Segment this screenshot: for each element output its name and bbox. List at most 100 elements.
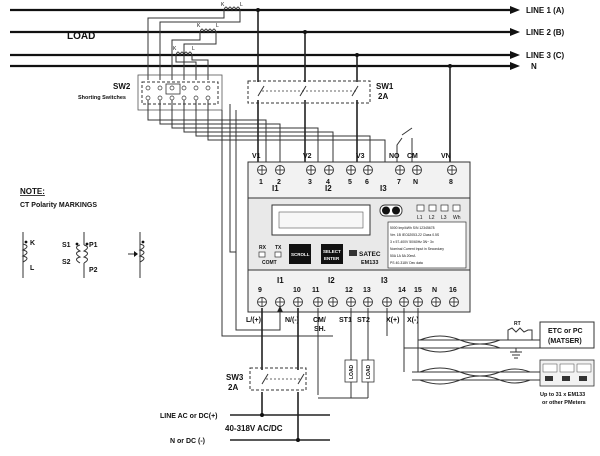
line3-label: LINE 3 (C) [526,51,565,60]
svg-text:50A 1A 5A 20mA: 50A 1A 5A 20mA [390,254,416,258]
top-ct-i2: I2 [325,184,332,193]
svg-text:13: 13 [363,287,371,294]
label-cm: CM [407,153,418,160]
label-v1: V1 [252,153,261,160]
note-k: K [30,240,35,247]
svg-text:4: 4 [326,179,330,186]
voltage-wires [256,8,451,168]
label-st1: ST1 [339,317,352,324]
rt-resistor [507,327,533,359]
svg-text:3: 3 [308,179,312,186]
label-nminus: N/(-) [285,317,299,324]
note-s2: S2 [62,259,71,266]
load-label: LOAD [67,31,95,42]
svg-text:Nominal Current Input in Secon: Nominal Current Input in Secondary [390,247,444,251]
led-l1: L1 [417,215,423,221]
svg-text:8: 8 [449,179,453,186]
brand-label: SATEC [359,251,381,258]
etc-master-box [539,321,595,349]
ct-secondary-wires [147,10,241,80]
master-label: (MATSER) [548,338,582,345]
line2-label: LINE 2 (B) [526,28,565,37]
note-s1: S1 [62,242,71,249]
svg-text:14: 14 [398,287,406,294]
select-button[interactable]: SELECT [323,249,341,254]
ct-polarity-symbol-3 [128,232,145,278]
svg-text:12: 12 [345,287,353,294]
sw2-description: Shorting Switches [78,95,126,101]
svg-text:PS 40-318V Dec data: PS 40-318V Dec data [390,261,423,265]
bottom-terminal-block [257,297,459,307]
svg-text:1: 1 [259,179,263,186]
label-st2: ST2 [357,317,370,324]
scroll-button[interactable]: SCROLL [291,252,310,257]
ct-polarity-symbol-2 [75,232,89,278]
note-p2: P2 [89,267,98,274]
line1-label: LINE 1 (A) [526,6,565,15]
svg-text:5: 5 [348,179,352,186]
label-xplus: X(+) [386,317,399,324]
other-meters [539,359,595,387]
comm-wires [386,308,540,385]
svg-text:L: L [216,23,219,29]
svg-text:K: K [197,23,201,29]
st1-load: LOAD [349,364,355,379]
rt-label: RT [514,321,521,327]
supply-neutral-label: N or DC (-) [170,438,205,445]
etc-label: ETC or PC [548,328,583,335]
supply-voltage-label: 40-318V AC/DC [225,424,283,433]
bottom-ct-i2: I2 [328,276,335,285]
meters-type-label: or other PMeters [542,400,586,406]
st2-load: LOAD [366,364,372,379]
spec-label: 5000 Imp/kWh S/N 12345678 Ver. 1B IEC620… [390,226,444,265]
label-v3: V3 [356,153,365,160]
neutral-label: N [531,62,537,71]
top-ct-i1: I1 [272,184,279,193]
ct-coil-l2: K L [197,23,219,34]
svg-text:K: K [173,46,177,52]
svg-text:10: 10 [293,287,301,294]
svg-text:15: 15 [414,287,422,294]
comt-label: COMT [262,260,277,266]
sw3-rating: 2A [228,383,238,392]
meters-count-label: Up to 31 x EM133 [540,392,585,398]
sw1-rating: 2A [378,92,388,101]
sw2-shorting-switches [137,74,223,111]
model-label: EM133 [361,260,378,266]
svg-text:L: L [192,46,195,52]
svg-text:16: 16 [449,287,457,294]
svg-text:N: N [432,287,437,294]
top-ct-i3: I3 [380,184,387,193]
svg-text:Ver. 1B IEC62053-22 Class 0.: Ver. 1B IEC62053-22 Class 0.5S [390,233,440,237]
svg-text:7: 7 [397,179,401,186]
svg-text:K: K [221,2,225,8]
svg-text:3 x 57-400V 50/60Hz 3N~ 3x: 3 x 57-400V 50/60Hz 3N~ 3x [390,240,434,244]
supply-wires [230,308,330,442]
label-xminus: X(-) [407,317,419,324]
svg-text:9: 9 [258,287,262,294]
ct-return-wires [221,104,333,337]
svg-text:2: 2 [277,179,281,186]
supply-line-label: LINE AC or DC(+) [160,413,218,420]
em133-device [247,161,471,313]
bottom-ct-i3: I3 [381,276,388,285]
rx-label: RX [259,245,267,251]
note-subtitle: CT Polarity MARKINGS [20,202,97,209]
tx-label: TX [275,245,282,251]
sw1-switch [247,80,371,104]
enter-button[interactable]: ENTER [324,256,340,261]
label-lplus: L/(+) [246,317,261,324]
label-v2: V2 [303,153,312,160]
svg-text:5000 Imp/kWh S/N 12345678: 5000 Imp/kWh S/N 12345678 [390,226,435,230]
bottom-ct-i1: I1 [277,276,284,285]
bottom-terminal-numbers: 9 10 11 12 13 14 15 N 16 [258,287,457,294]
label-sh: SH. [314,326,326,333]
led-wh: Wh [453,215,461,221]
sw1-label: SW1 [376,82,394,91]
sw3-label: SW3 [226,373,244,382]
top-terminal-numbers: 1 2 3 4 5 6 7 N 8 [259,179,453,186]
st-load-wires [317,308,375,399]
svg-text:L: L [240,2,243,8]
note-p1: P1 [89,242,98,249]
